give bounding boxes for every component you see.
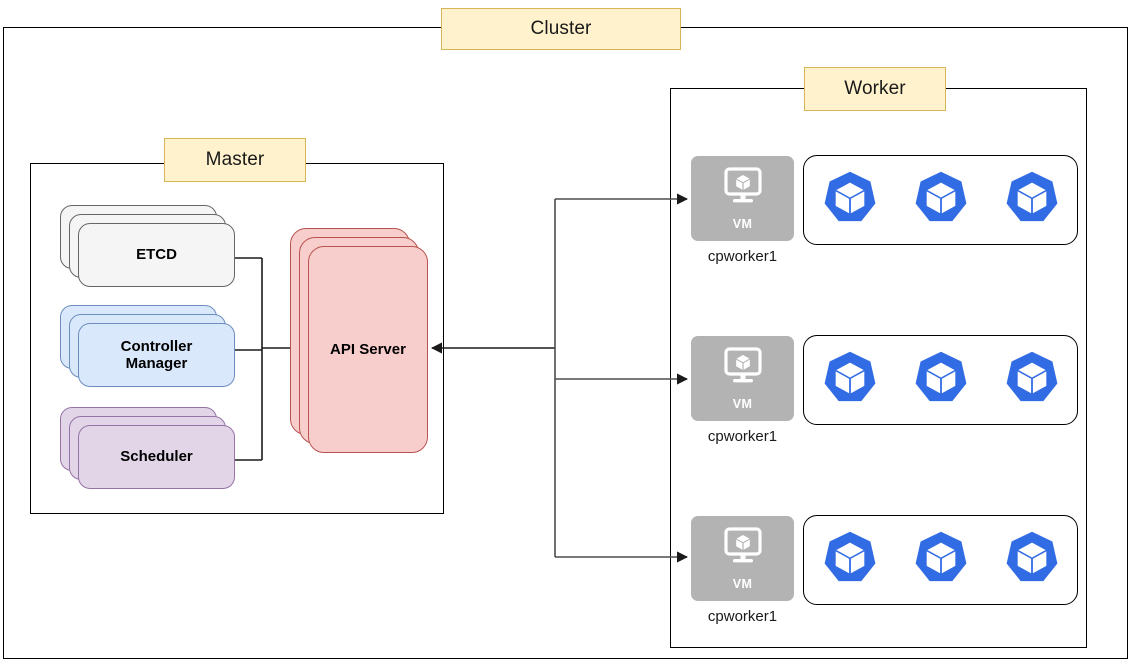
controller-manager-label: Controller Manager: [120, 337, 193, 372]
cluster-title-tag: Cluster: [441, 8, 681, 50]
worker-title-tag: Worker: [804, 67, 946, 111]
controller-manager-stack[interactable]: Controller Manager: [60, 305, 235, 387]
pod-icon[interactable]: [821, 529, 879, 592]
worker-2-pods-container: [803, 335, 1078, 425]
scheduler-stack[interactable]: Scheduler: [60, 407, 235, 489]
cluster-title: Cluster: [530, 18, 592, 39]
pod-icon[interactable]: [912, 529, 970, 592]
worker-3-vm-tile[interactable]: VM: [691, 516, 794, 601]
etcd-card[interactable]: ETCD: [78, 223, 235, 287]
api-server-stack[interactable]: API Server: [290, 228, 428, 453]
worker-title: Worker: [844, 78, 906, 99]
worker-1-vm-tile[interactable]: VM: [691, 156, 794, 241]
worker-1-vm-label: VM: [732, 217, 753, 231]
etcd-label: ETCD: [136, 246, 177, 264]
master-title-tag: Master: [164, 138, 306, 182]
pod-icon[interactable]: [1003, 529, 1061, 592]
worker-1-name: cpworker1: [707, 248, 778, 265]
pod-icon[interactable]: [1003, 169, 1061, 232]
pod-icon[interactable]: [821, 169, 879, 232]
api-server-card[interactable]: API Server: [308, 246, 428, 453]
worker-2-vm-label: VM: [732, 397, 753, 411]
vm-monitor-icon: [720, 166, 766, 215]
worker-3-vm-label: VM: [732, 577, 753, 591]
pod-icon[interactable]: [912, 169, 970, 232]
scheduler-card[interactable]: Scheduler: [78, 425, 235, 489]
pod-icon[interactable]: [821, 349, 879, 412]
worker-2-name: cpworker1: [707, 428, 778, 445]
worker-1-pods-container: [803, 155, 1078, 245]
api-server-label: API Server: [330, 340, 406, 358]
worker-2-vm-tile[interactable]: VM: [691, 336, 794, 421]
worker-3-name: cpworker1: [707, 608, 778, 625]
master-title: Master: [205, 149, 265, 170]
vm-monitor-icon: [720, 526, 766, 575]
pod-icon[interactable]: [1003, 349, 1061, 412]
worker-3-pods-container: [803, 515, 1078, 605]
vm-monitor-icon: [720, 346, 766, 395]
pod-icon[interactable]: [912, 349, 970, 412]
scheduler-label: Scheduler: [120, 448, 193, 466]
controller-manager-card[interactable]: Controller Manager: [78, 323, 235, 387]
etcd-stack[interactable]: ETCD: [60, 205, 235, 287]
